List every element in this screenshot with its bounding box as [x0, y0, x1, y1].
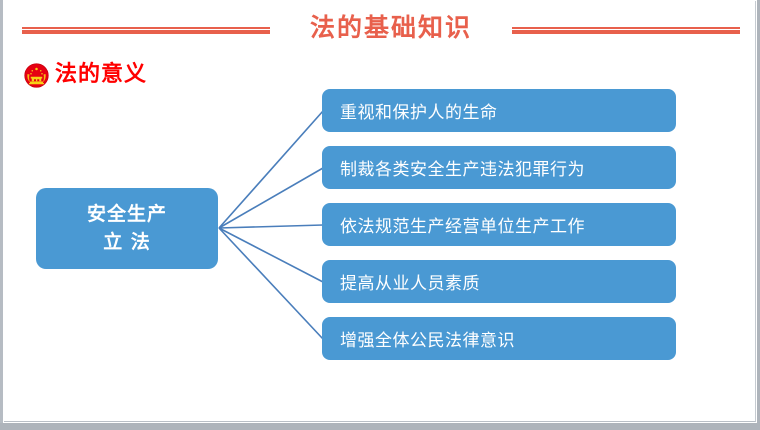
- page-title: 法的基础知识: [309, 13, 472, 42]
- diagram-root-line-1: 安全生产: [86, 202, 167, 225]
- diagram-root-node[interactable]: 安全生产 立 法: [36, 188, 218, 269]
- title-rule-left: [22, 27, 270, 34]
- frame-bottom-shadow: [0, 423, 760, 430]
- slide-canvas: 法的基础知识: [4, 1, 756, 422]
- connector-group: [218, 110, 324, 340]
- national-emblem-icon: [24, 62, 49, 88]
- title-rule-right-thin: [512, 27, 740, 29]
- connector-line-1: [218, 167, 324, 229]
- diagram-root-line-2: 立 法: [103, 230, 151, 253]
- diagram-leaf-label-1: 重视和保护人的生命: [340, 103, 498, 123]
- connector-line-4: [218, 227, 324, 340]
- diagram-leaf-node-4[interactable]: 提高从业人员素质: [322, 260, 676, 303]
- section-heading: 法的意义: [24, 59, 147, 91]
- title-rule-right: [512, 27, 740, 34]
- title-rule-right-thick: [512, 30, 740, 34]
- diagram-leaf-node-3[interactable]: 依法规范生产经营单位生产工作: [322, 203, 676, 246]
- title-rule-left-thick: [22, 30, 270, 34]
- connector-line-2: [218, 224, 324, 229]
- section-heading-label: 法的意义: [55, 62, 148, 87]
- diagram-leaf-label-5: 增强全体公民法律意识: [340, 331, 515, 351]
- title-rule-left-thin: [22, 27, 270, 29]
- diagram-leaf-node-1[interactable]: 重视和保护人的生命: [322, 89, 676, 132]
- connector-line-0: [218, 110, 324, 229]
- diagram-leaf-label-4: 提高从业人员素质: [340, 274, 480, 294]
- title-bar: 法的基础知识: [4, 7, 755, 49]
- connector-line-3: [218, 227, 324, 283]
- diagram-leaf-label-3: 依法规范生产经营单位生产工作: [340, 217, 585, 237]
- frame-right-shadow: [757, 0, 760, 430]
- diagram-leaf-label-2: 制裁各类安全生产违法犯罪行为: [340, 160, 585, 180]
- diagram-leaf-node-5[interactable]: 增强全体公民法律意识: [322, 317, 676, 360]
- diagram-leaf-node-2[interactable]: 制裁各类安全生产违法犯罪行为: [322, 146, 676, 189]
